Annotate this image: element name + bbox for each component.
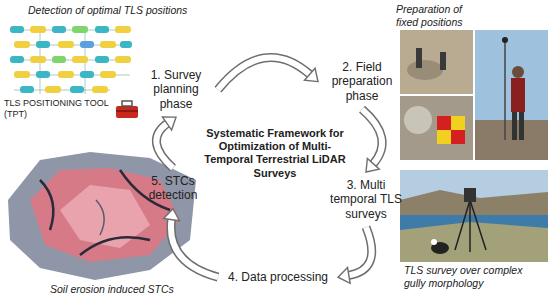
step-text: 5. STCs detection bbox=[140, 174, 206, 203]
step-text: 4. Data processing bbox=[224, 270, 332, 284]
arrow-outline bbox=[218, 57, 311, 89]
step-text: 1. Survey planning phase bbox=[140, 68, 212, 111]
caption-note: Soil erosion induced STCs bbox=[50, 283, 190, 296]
arrow-body bbox=[348, 227, 372, 275]
caption-note: Preparation of fixed positions bbox=[396, 3, 478, 28]
cycle-arrow bbox=[164, 209, 218, 277]
arrow-body bbox=[171, 219, 218, 278]
step-label: 3. Multi temporal TLS surveys bbox=[326, 176, 406, 223]
field-photos bbox=[400, 30, 548, 160]
arrow-head bbox=[366, 158, 379, 172]
diagram-title: Systematic Framework for Optimization of… bbox=[200, 127, 350, 180]
cycle-arrow bbox=[362, 109, 382, 172]
step-label: 5. STCs detection bbox=[138, 172, 208, 205]
arrow-body bbox=[218, 57, 311, 89]
arrow-head bbox=[162, 117, 176, 130]
caption-note: TLS survey over complex gully morphology bbox=[404, 264, 534, 289]
step-text: 3. Multi temporal TLS surveys bbox=[328, 178, 404, 221]
arrow-head bbox=[164, 209, 180, 221]
point-cloud bbox=[8, 152, 196, 280]
step-label: 4. Data processing bbox=[222, 268, 334, 286]
cycle-arrow bbox=[218, 57, 318, 89]
arrow-head bbox=[304, 68, 318, 81]
arrow-outline bbox=[362, 109, 382, 164]
caption-note: Detection of optimal TLS positions bbox=[28, 4, 218, 17]
arrow-head bbox=[338, 268, 350, 284]
step-label: 1. Survey planning phase bbox=[138, 66, 214, 113]
cycle-arrow bbox=[338, 227, 372, 283]
arrow-outline bbox=[348, 227, 372, 275]
tool-name: TLS POSITIONING TOOL (TPT) bbox=[4, 98, 112, 120]
step-label: 2. Field preparation phase bbox=[322, 58, 402, 105]
cycle-arrow bbox=[156, 117, 176, 168]
step-text: 2. Field preparation phase bbox=[324, 60, 400, 103]
arrow-body bbox=[362, 109, 382, 164]
survey-photo bbox=[400, 170, 548, 262]
arrow-outline bbox=[171, 219, 218, 278]
